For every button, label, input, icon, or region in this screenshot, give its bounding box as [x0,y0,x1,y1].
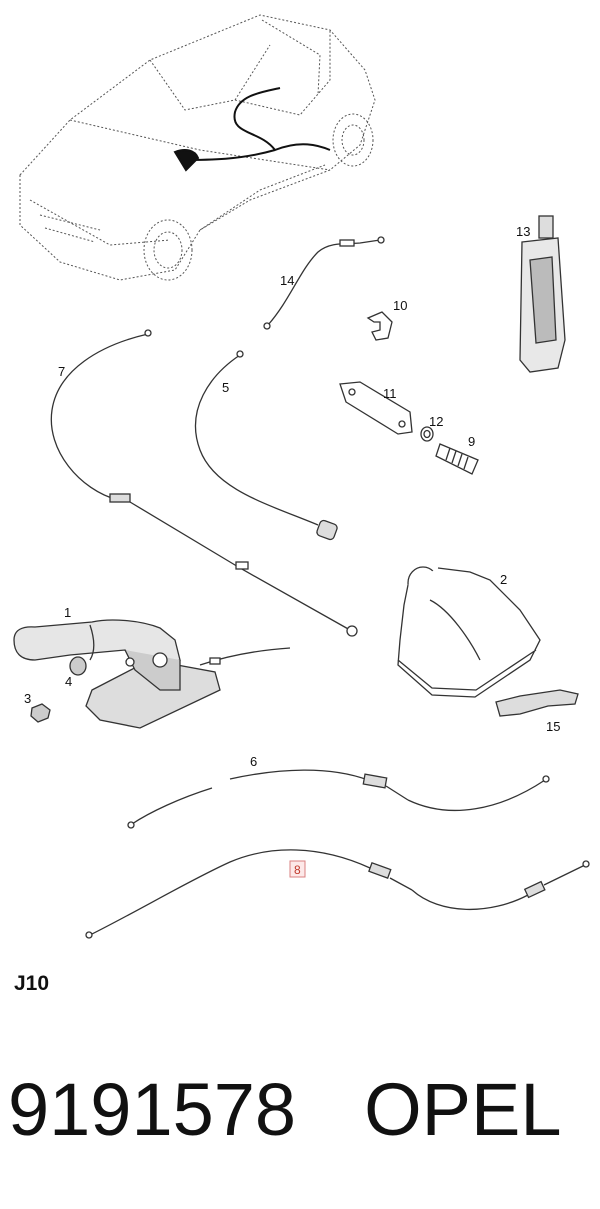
callout-4: 4 [65,674,72,689]
part-9-screw [435,443,479,475]
callout-13: 13 [516,224,530,239]
part-2-boot-cover [397,566,541,698]
part-14-cable [263,236,385,330]
part-10-clip [366,311,393,341]
callout-8: 8 [294,863,301,877]
car-cable-routing [173,87,331,172]
callout-5: 5 [222,380,229,395]
part-1-handbrake-lever [13,619,291,729]
callout-8-highlight [289,860,306,878]
callout-12: 12 [429,414,443,429]
part-5-cable [195,350,338,541]
callout-10: 10 [393,298,407,313]
section-code: J10 [14,972,50,995]
callout-2: 2 [500,572,507,587]
callout-6: 6 [250,754,257,769]
part-4-cap [69,656,87,676]
callout-1: 1 [64,605,71,620]
part-8-cable [85,849,590,939]
callout-9: 9 [468,434,475,449]
part-number: 9191578 [8,1068,297,1151]
callout-11: 11 [383,386,397,401]
part-footer: 9191578 OPEL [8,1060,592,1160]
callout-7: 7 [58,364,65,379]
exploded-parts-diagram: 14 10 13 7 5 11 12 [13,14,590,939]
part-3-nut [30,703,51,723]
brand-name: OPEL [364,1068,562,1151]
part-13-grease-tube [519,215,566,373]
part-11-bracket [339,381,413,435]
part-15-trim [495,689,579,717]
car-outline-illustration [19,14,376,281]
part-6-cable [127,769,550,829]
part-7-cable [50,329,358,637]
callout-15: 15 [546,719,560,734]
callout-3: 3 [24,691,31,706]
part-12-ring [420,426,434,442]
callout-14: 14 [280,273,294,288]
